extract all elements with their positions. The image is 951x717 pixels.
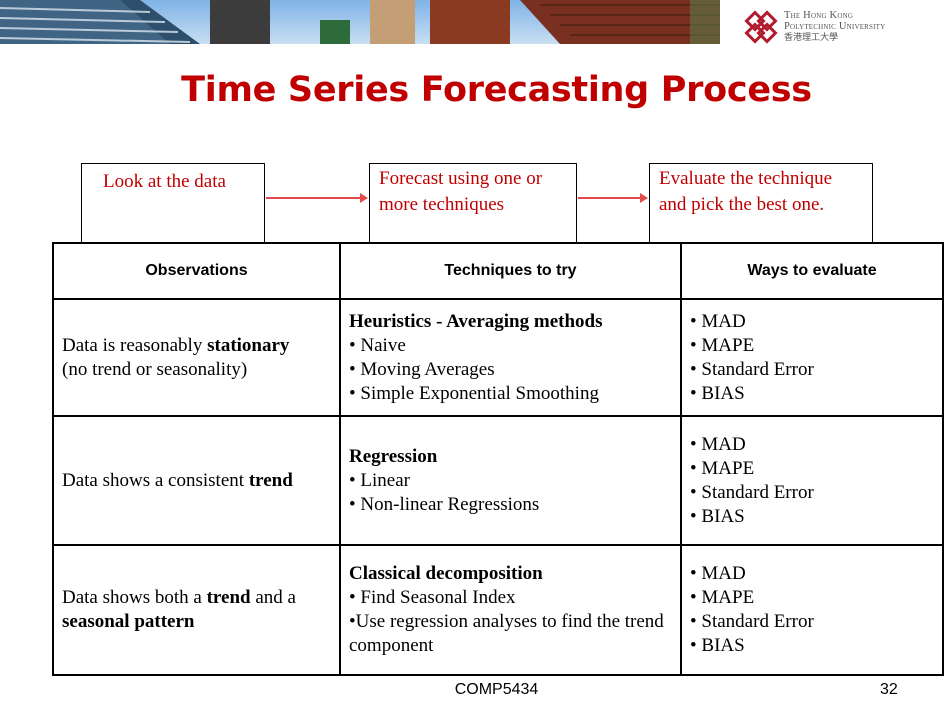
- technique-item: • Non-linear Regressions: [349, 493, 540, 515]
- observation-text: Data shows a consistent: [62, 469, 249, 491]
- evaluation-item: • MAD: [690, 310, 746, 332]
- university-name-line2: Polytechnic University: [784, 21, 886, 32]
- evaluation-item: • MAD: [690, 433, 746, 455]
- observation-text: and a: [250, 587, 296, 608]
- slide-title: Time Series Forecasting Process: [181, 70, 812, 110]
- technique-item: • Simple Exponential Smoothing: [349, 382, 599, 404]
- evaluation-item: • MAPE: [690, 587, 755, 608]
- evaluation-item: • MAPE: [690, 334, 755, 356]
- technique-item: • Find Seasonal Index: [349, 587, 516, 608]
- polyu-logo-icon: [744, 10, 778, 44]
- evaluation-cell: • MAD • MAPE • Standard Error • BIAS: [680, 298, 944, 417]
- observation-note: (no trend or seasonality): [62, 358, 248, 380]
- evaluation-cell: • MAD • MAPE • Standard Error • BIAS: [680, 544, 944, 676]
- table-row: Data is reasonably stationary (no trend …: [52, 298, 944, 417]
- technique-heading: Classical decomposition: [349, 563, 543, 584]
- table-header-row: Observations Techniques to try Ways to e…: [52, 242, 944, 300]
- observation-cell: Data shows both a trend and a seasonal p…: [52, 544, 341, 676]
- evaluation-item: • BIAS: [690, 505, 745, 527]
- evaluation-item: • BIAS: [690, 382, 745, 404]
- observation-cell: Data shows a consistent trend: [52, 415, 341, 546]
- evaluation-item: • Standard Error: [690, 358, 814, 380]
- evaluation-item: • MAD: [690, 563, 746, 584]
- technique-item: • Naive: [349, 334, 406, 356]
- column-header-observations: Observations: [52, 242, 341, 300]
- observation-cell: Data is reasonably stationary (no trend …: [52, 298, 341, 417]
- evaluation-item: • MAPE: [690, 457, 755, 479]
- observation-text: Data is reasonably: [62, 334, 208, 356]
- observation-keyword: trend: [248, 469, 293, 491]
- evaluation-item: • Standard Error: [690, 481, 814, 503]
- technique-heading: Heuristics - Averaging methods: [349, 310, 603, 332]
- university-name-chinese: 香港理工大學: [784, 32, 839, 42]
- technique-heading: Regression: [349, 445, 438, 467]
- university-logo: The Hong Kong Polytechnic University 香港理…: [744, 8, 944, 44]
- technique-item: • Moving Averages: [349, 358, 495, 380]
- column-header-techniques: Techniques to try: [339, 242, 682, 300]
- technique-item: •Use regression analyses to find the tre…: [349, 611, 664, 656]
- university-name-line1: The Hong Kong: [784, 10, 854, 21]
- evaluation-cell: • MAD • MAPE • Standard Error • BIAS: [680, 415, 944, 546]
- step-forecast: Forecast using one or more techniques: [369, 163, 577, 243]
- step-evaluate: Evaluate the technique and pick the best…: [649, 163, 873, 243]
- technique-cell: Heuristics - Averaging methods • Naive •…: [339, 298, 682, 417]
- technique-cell: Classical decomposition • Find Seasonal …: [339, 544, 682, 676]
- arrow-right-icon: [578, 193, 648, 203]
- footer-course-code: COMP5434: [454, 681, 539, 698]
- arrow-right-icon: [266, 193, 368, 203]
- technique-item: • Linear: [349, 469, 410, 491]
- step-look-at-data: Look at the data: [81, 163, 265, 243]
- forecasting-table: Observations Techniques to try Ways to e…: [52, 242, 944, 676]
- evaluation-item: • BIAS: [690, 635, 745, 656]
- footer-page-number: 32: [880, 681, 898, 698]
- header-banner-image: [0, 0, 720, 44]
- table-row: Data shows a consistent trend Regression…: [52, 415, 944, 546]
- observation-keyword: trend: [206, 587, 251, 608]
- technique-cell: Regression • Linear • Non-linear Regress…: [339, 415, 682, 546]
- observation-keyword: seasonal pattern: [62, 611, 195, 632]
- table-row: Data shows both a trend and a seasonal p…: [52, 544, 944, 676]
- column-header-evaluate: Ways to evaluate: [680, 242, 944, 300]
- observation-keyword: stationary: [207, 334, 290, 356]
- evaluation-item: • Standard Error: [690, 611, 814, 632]
- observation-text: Data shows both a: [62, 587, 207, 608]
